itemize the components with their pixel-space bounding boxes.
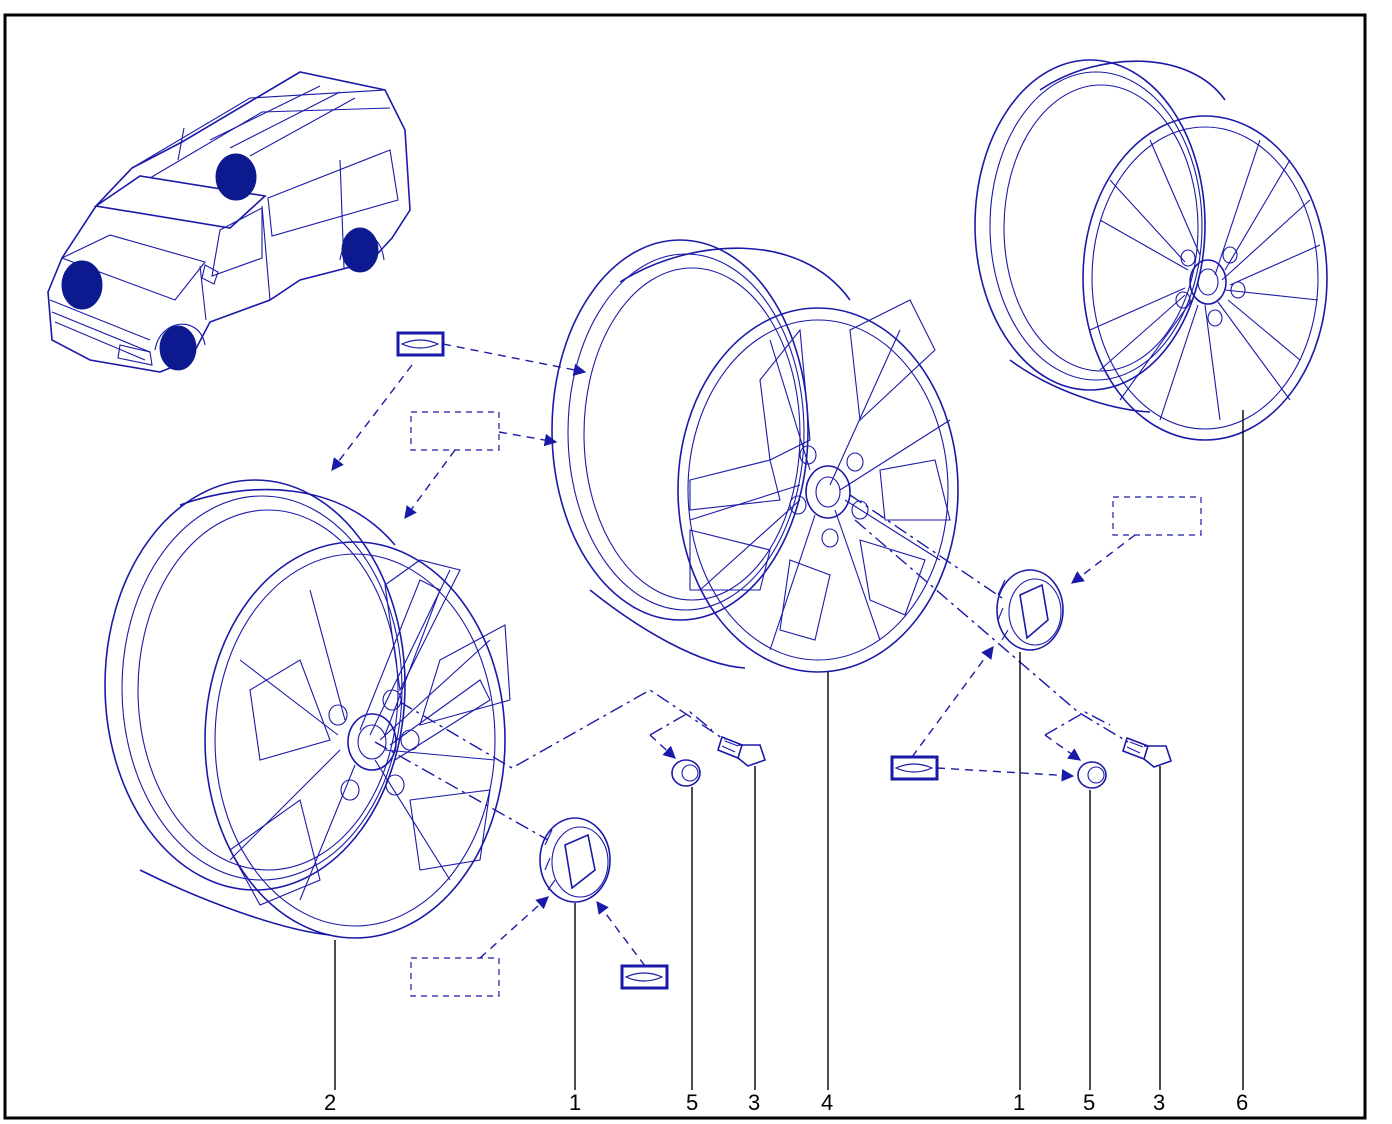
callout-3-right: 3 (1153, 1090, 1165, 1115)
callout-5-right: 5 (1083, 1090, 1095, 1115)
assembly-axes (374, 494, 1129, 841)
dashed-box-2 (1112, 496, 1202, 536)
marker-badge-3 (620, 964, 669, 990)
wheel-bolt-right (1122, 736, 1173, 768)
van-wheel-rear-bottom (341, 227, 379, 273)
callout-3-left: 3 (748, 1090, 760, 1115)
van-wheel-rear-top (215, 153, 257, 201)
callout-1-left: 1 (569, 1090, 581, 1115)
callout-1-right: 1 (1013, 1090, 1025, 1115)
bolt-cap-left (671, 759, 701, 787)
diagram-border (3, 13, 1367, 1120)
bolt-cap-right (1077, 761, 1107, 789)
dashed-box-1 (410, 411, 500, 451)
van-wheel-front-top (61, 260, 103, 310)
callout-2: 2 (324, 1090, 336, 1115)
van-illustration (47, 71, 411, 373)
dashed-box-3 (410, 957, 500, 997)
callout-6: 6 (1236, 1090, 1248, 1115)
wheel-4 (551, 239, 959, 673)
center-cap-right (996, 569, 1064, 651)
center-cap-left (539, 817, 611, 903)
leader-lines (334, 410, 1244, 1090)
marker-badge-1 (396, 331, 445, 357)
marker-badge-2 (890, 755, 939, 781)
reference-arrows (331, 343, 1136, 967)
callout-5-left: 5 (686, 1090, 698, 1115)
callout-4: 4 (821, 1090, 833, 1115)
wheel-bolt-left (717, 735, 767, 767)
wheel-2 (104, 479, 511, 939)
van-wheel-front-bottom (159, 325, 197, 371)
wheel-6 (974, 59, 1328, 441)
